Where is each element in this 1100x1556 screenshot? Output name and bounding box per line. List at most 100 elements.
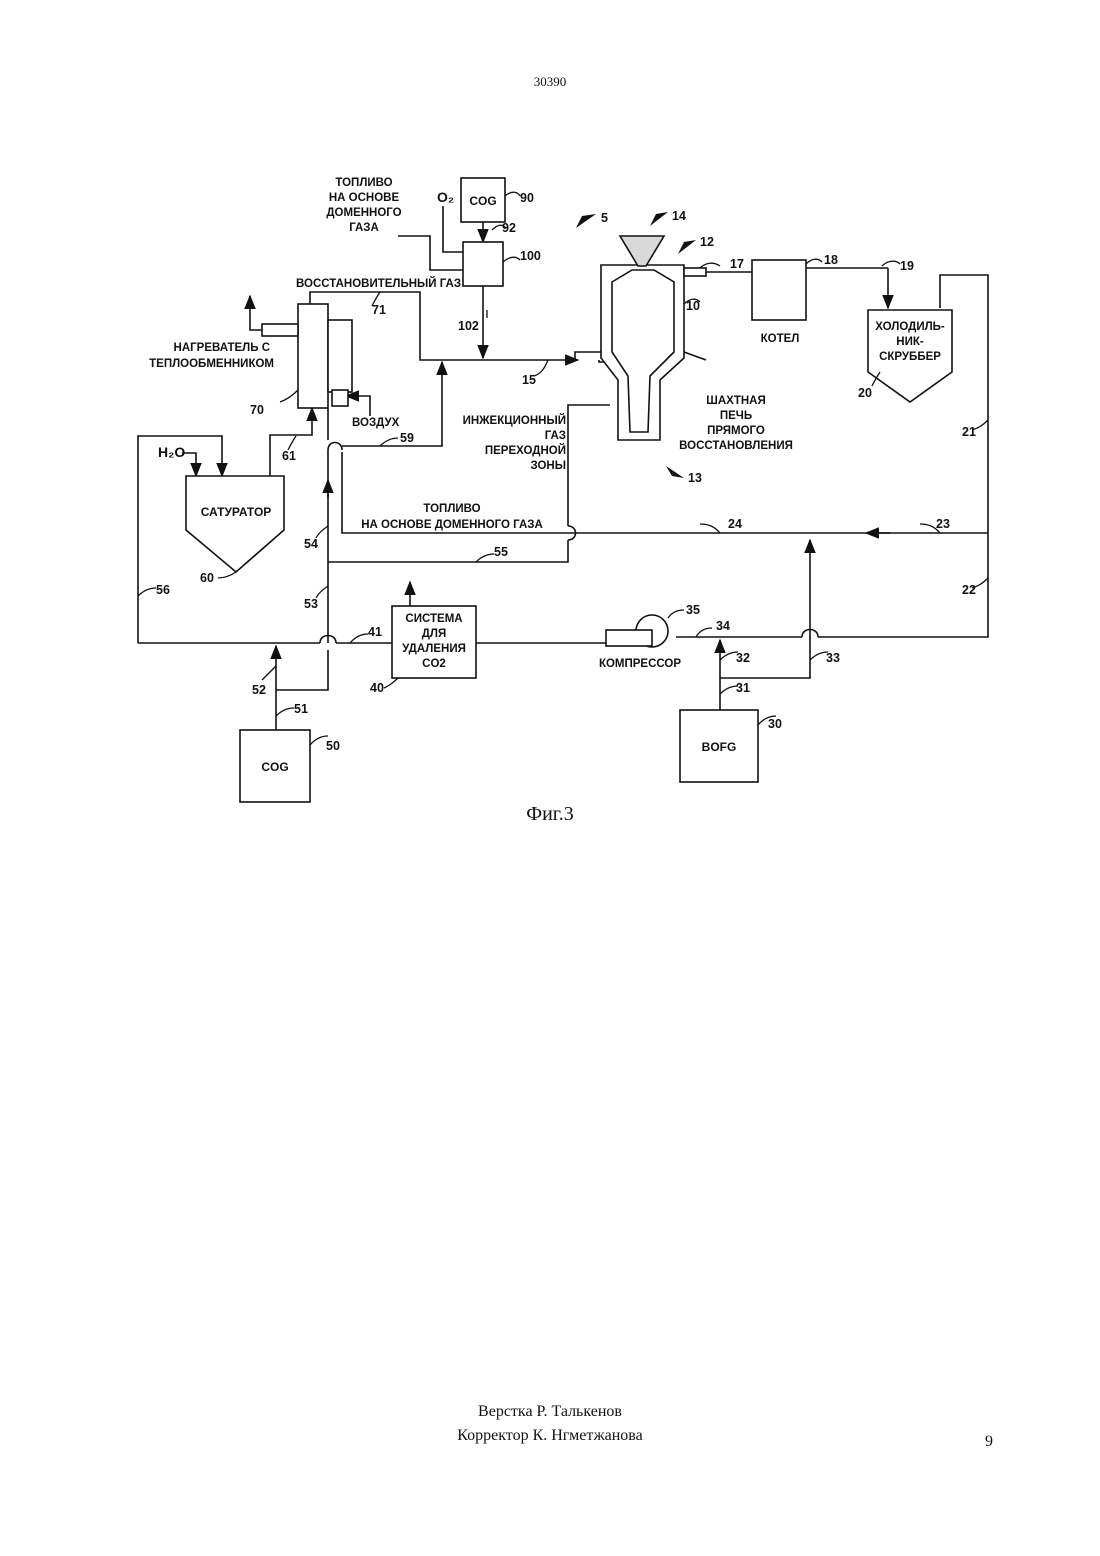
label-cooler-1: ХОЛОДИЛЬ- [875, 321, 945, 333]
ref-56: 56 [156, 583, 170, 597]
credits: Верстка Р. Талькенов Корректор К. Нгметж… [0, 1400, 1100, 1448]
label-injection-4: ЗОНЫ [530, 460, 566, 472]
label-co2-4: CO2 [422, 658, 446, 670]
ref-35: 35 [686, 603, 700, 617]
ref-41: 41 [368, 625, 382, 639]
process-flow-diagram: ТОПЛИВО НА ОСНОВЕ ДОМЕННОГО ГАЗА O₂ ВОСС… [0, 0, 1100, 840]
label-saturator: САТУРАТОР [201, 505, 272, 519]
ref-54: 54 [304, 537, 318, 551]
line-air [346, 396, 370, 416]
layout-credit: Верстка Р. Талькенов [0, 1400, 1100, 1424]
ref-59: 59 [400, 431, 414, 445]
label-cog-bottom: COG [261, 760, 288, 774]
label-injection-3: ПЕРЕХОДНОЙ [485, 444, 566, 457]
page-number: 9 [985, 1433, 993, 1451]
ref-90: 90 [520, 191, 534, 205]
ref-arrow-12 [678, 240, 696, 254]
label-fuel-top-4: ГАЗА [349, 222, 379, 234]
top-gas-outlet [684, 268, 706, 276]
label-co2-3: УДАЛЕНИЯ [402, 643, 466, 655]
label-heater-1: НАГРЕВАТЕЛЬ С [174, 342, 270, 354]
ref-arrow-13 [666, 466, 684, 478]
line-fuel-top [398, 236, 463, 270]
label-heater-2: ТЕПЛООБМЕННИКОМ [149, 358, 274, 370]
ref-18: 18 [824, 253, 838, 267]
label-o2: O₂ [437, 189, 454, 205]
unit-100-box [463, 242, 503, 286]
ref-10: 10 [686, 299, 700, 313]
ref-60: 60 [200, 571, 214, 585]
ref-17: 17 [730, 257, 744, 271]
ref-32: 32 [736, 651, 750, 665]
ref-5: 5 [601, 211, 608, 225]
label-co2-2: ДЛЯ [422, 628, 447, 640]
label-furnace-3: ПРЯМОГО [707, 425, 765, 437]
label-compressor: КОМПРЕССОР [599, 658, 681, 670]
ref-61: 61 [282, 449, 296, 463]
label-fuel-top-1: ТОПЛИВО [335, 177, 392, 189]
label-furnace-2: ПЕЧЬ [720, 410, 752, 422]
line-injection [568, 405, 610, 526]
label-air: ВОЗДУХ [352, 417, 400, 429]
heater-core [298, 304, 328, 408]
ref-31: 31 [736, 681, 750, 695]
ref-53: 53 [304, 597, 318, 611]
ref-arrow-14 [650, 212, 668, 226]
furnace-outlet-right [684, 352, 706, 360]
label-h2o: H₂O [158, 444, 185, 460]
label-fuel-mid-2: НА ОСНОВЕ ДОМЕННОГО ГАЗА [361, 519, 543, 531]
label-bofg: BOFG [702, 740, 737, 754]
ref-arrow-5 [576, 214, 596, 228]
label-injection-2: ГАЗ [545, 430, 566, 442]
ref-20: 20 [858, 386, 872, 400]
ref-51: 51 [294, 702, 308, 716]
shaft-furnace-body [601, 265, 684, 440]
ref-24: 24 [728, 517, 742, 531]
ref-19: 19 [900, 259, 914, 273]
heater-burner [332, 390, 348, 406]
ref-102: 102 [458, 319, 479, 333]
ref-55: 55 [494, 545, 508, 559]
figure-caption: Фиг.3 [0, 803, 1100, 826]
ref-14: 14 [672, 209, 686, 223]
corrector-credit: Корректор К. Нгметжанова [0, 1424, 1100, 1448]
ref-15: 15 [522, 373, 536, 387]
line-31-33 [720, 540, 810, 710]
ref-21: 21 [962, 425, 976, 439]
label-injection-1: ИНЖЕКЦИОННЫЙ [463, 414, 566, 427]
line-59 [342, 362, 442, 446]
label-cog-top: COG [469, 194, 496, 208]
label-cooler-2: НИК- [896, 336, 924, 348]
label-fuel-top-3: ДОМЕННОГО [326, 207, 401, 219]
feed-hopper [620, 236, 664, 266]
heater-exhaust [250, 296, 262, 330]
heater-shell [328, 320, 352, 392]
label-furnace-4: ВОССТАНОВЛЕНИЯ [679, 440, 793, 452]
label-boiler: КОТЕЛ [761, 333, 800, 345]
label-fuel-top-2: НА ОСНОВЕ [329, 192, 400, 204]
ref-13: 13 [688, 471, 702, 485]
ref-12: 12 [700, 235, 714, 249]
line-55 [328, 540, 568, 562]
label-co2-1: СИСТЕМА [405, 613, 462, 625]
label-cooler-3: СКРУББЕР [879, 351, 941, 363]
ref-30: 30 [768, 717, 782, 731]
compressor-body [606, 630, 652, 646]
ref-22: 22 [962, 583, 976, 597]
label-furnace-1: ШАХТНАЯ [706, 395, 765, 407]
hop-59 [328, 443, 342, 451]
saturator-vessel [186, 476, 284, 572]
label-reducing-gas: ВОССТАНОВИТЕЛЬНЫЙ ГАЗ [296, 277, 461, 290]
ref-100: 100 [520, 249, 541, 263]
ref-52: 52 [252, 683, 266, 697]
ref-92: 92 [502, 221, 516, 235]
ref-70: 70 [250, 403, 264, 417]
ref-50: 50 [326, 739, 340, 753]
ref-34: 34 [716, 619, 730, 633]
ref-23: 23 [936, 517, 950, 531]
line-o2 [443, 206, 463, 252]
ref-40: 40 [370, 681, 384, 695]
ref-33: 33 [826, 651, 840, 665]
heater-stub [262, 324, 298, 336]
ref-71: 71 [372, 303, 386, 317]
